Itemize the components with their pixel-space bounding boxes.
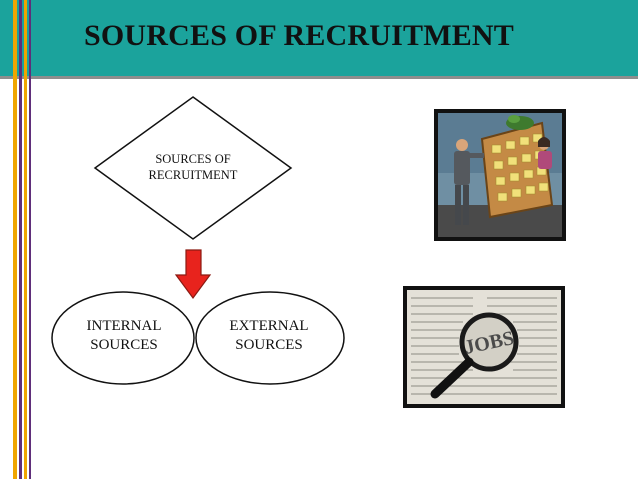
diamond-label-line: RECRUITMENT xyxy=(148,167,238,182)
internal-sources-ellipse xyxy=(51,291,195,385)
left-stripe xyxy=(29,0,31,479)
slide-title: SOURCES OF RECRUITMENT xyxy=(84,19,515,52)
diamond-shape xyxy=(93,96,293,240)
left-stripe xyxy=(13,0,17,479)
external-label-line: SOURCES xyxy=(235,336,303,353)
external-label-line: EXTERNAL xyxy=(229,318,309,334)
external-sources-label: EXTERNAL SOURCES xyxy=(198,317,340,355)
header-bar xyxy=(0,0,638,76)
left-stripe xyxy=(24,0,27,479)
diamond-label: SOURCES OF RECRUITMENT xyxy=(120,152,266,183)
down-arrow xyxy=(174,249,212,300)
job-board-clipart xyxy=(434,109,566,241)
internal-label-line: INTERNAL xyxy=(86,318,162,334)
external-sources-ellipse xyxy=(195,291,345,385)
left-stripe xyxy=(19,0,22,479)
newspaper-jobs-photo: JOBS xyxy=(403,286,565,408)
diamond-label-line: SOURCES OF xyxy=(155,152,231,166)
internal-label-line: SOURCES xyxy=(90,336,158,353)
internal-sources-label: INTERNAL SOURCES xyxy=(62,317,186,355)
header-divider xyxy=(0,76,638,79)
